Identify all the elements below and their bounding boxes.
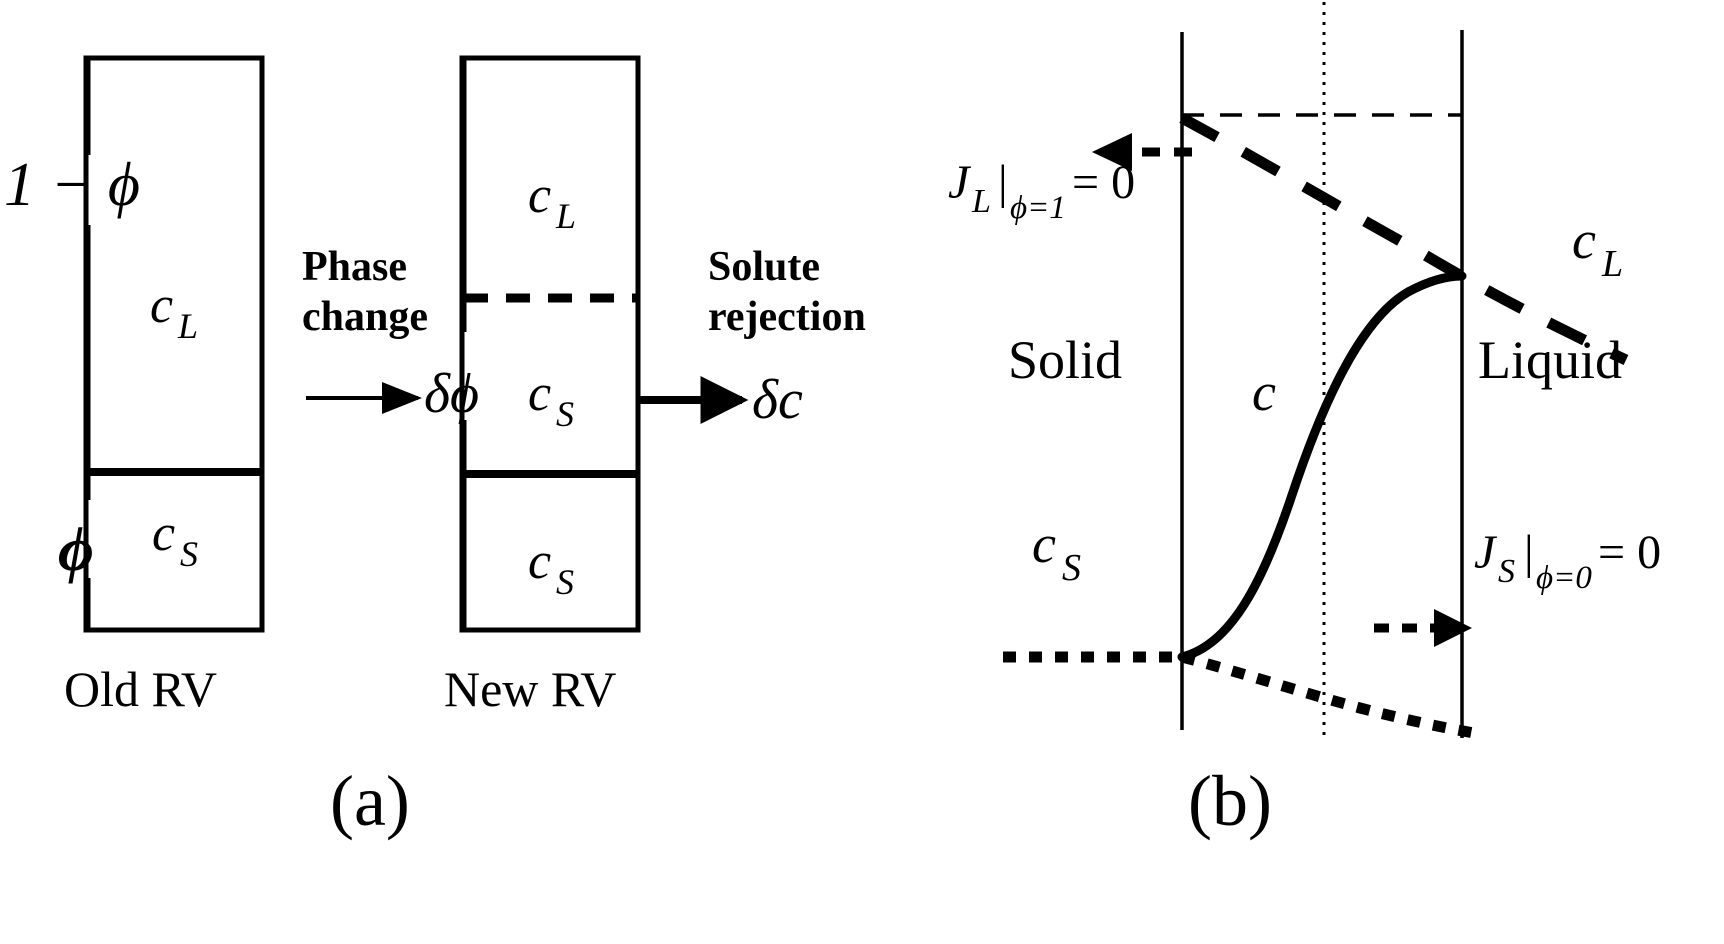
- old-rv-liquid-fraction-label: 1 − ϕ: [4, 151, 140, 219]
- liquid-flux-equals-zero: = 0: [1072, 156, 1135, 209]
- cs-solid-concentration-curve: [1180, 651, 1481, 740]
- new-rv-box: [459, 55, 641, 633]
- panel-a-caption: (a): [330, 761, 410, 841]
- new-rv-liquid-conc-symbol: c: [528, 167, 551, 224]
- liquid-flux-subscript: L: [971, 183, 991, 220]
- old-rv-liquid-conc-label: c L: [150, 277, 198, 346]
- delta-phi-label: δϕ: [424, 363, 479, 425]
- solute-rejection-label-line2: rejection: [708, 294, 866, 340]
- delta-c-label: δc: [752, 369, 803, 431]
- new-rv-liquid-conc-label: c L: [528, 167, 576, 236]
- liquid-flux-symbol: J: [948, 156, 972, 209]
- liquid-flux-arrow-group: [1092, 133, 1192, 171]
- solid-flux-equals-zero: = 0: [1598, 526, 1661, 579]
- new-rv-solid-conc-symbol: c: [528, 533, 551, 590]
- liquid-region-label: Liquid: [1478, 330, 1622, 390]
- phase-change-transition: Phase change: [302, 244, 428, 414]
- solid-flux-arrow-group: [1374, 609, 1472, 647]
- new-rv-liquid-conc-subscript: L: [555, 196, 576, 236]
- panel-a: 1 − ϕ ϕ c L c S Old RV Phase change: [4, 55, 866, 841]
- cl-curve-label-subscript: L: [1601, 243, 1623, 285]
- c-curve-label: c: [1252, 362, 1276, 422]
- c-mixture-concentration-curve: [1177, 271, 1467, 662]
- cs-curve-label-symbol: c: [1032, 514, 1056, 574]
- solid-flux-symbol: J: [1474, 526, 1498, 579]
- cs-curve-label: c S: [1032, 514, 1081, 589]
- liquid-flux-annotation: J L | ϕ=1 = 0: [948, 156, 1135, 226]
- panel-b-caption: (b): [1188, 761, 1272, 841]
- old-rv-liquid-conc-subscript: L: [177, 306, 198, 346]
- liquid-flux-bar: |: [998, 156, 1008, 209]
- new-rv-mid-conc-subscript: S: [556, 394, 574, 434]
- new-rv-caption: New RV: [444, 661, 616, 717]
- cs-curve-label-subscript: S: [1062, 547, 1081, 589]
- new-rv-mid-conc-label: c S: [528, 365, 574, 434]
- liquid-flux-condition: ϕ=1: [1010, 190, 1066, 226]
- old-rv-solid-fraction-label: ϕ: [58, 516, 94, 584]
- new-rv-mid-conc-symbol: c: [528, 365, 551, 422]
- cl-liquid-concentration-curve: [1179, 113, 1629, 365]
- solid-flux-bar: |: [1524, 526, 1534, 579]
- old-rv-solid-conc-label: c S: [152, 505, 198, 574]
- solid-flux-subscript: S: [1498, 553, 1515, 590]
- solute-rejection-label-line1: Solute: [708, 244, 820, 290]
- old-rv-solid-conc-subscript: S: [180, 534, 198, 574]
- cl-curve-label: c L: [1572, 210, 1623, 285]
- phase-change-label-line2: change: [302, 294, 428, 340]
- old-rv-solid-conc-symbol: c: [152, 505, 175, 562]
- cl-curve-label-symbol: c: [1572, 210, 1596, 270]
- new-rv-solid-conc-label: c S: [528, 533, 574, 602]
- old-rv-caption: Old RV: [64, 661, 217, 717]
- liquid-flux-arrowhead-left-icon: [1092, 133, 1132, 171]
- solid-flux-annotation: J S | ϕ=0 = 0: [1474, 526, 1661, 596]
- solute-rejection-transition: Solute rejection δc: [640, 244, 866, 431]
- solid-flux-condition: ϕ=0: [1536, 560, 1592, 596]
- phase-change-label-line1: Phase: [302, 244, 407, 290]
- panel-b: J L | ϕ=1 = 0 J S | ϕ=0 = 0 Solid Liquid…: [948, 2, 1661, 841]
- solid-region-label: Solid: [1008, 330, 1122, 390]
- new-rv-solid-conc-subscript: S: [556, 562, 574, 602]
- old-rv-liquid-conc-symbol: c: [150, 277, 173, 334]
- solid-flux-arrowhead-right-icon: [1434, 609, 1472, 647]
